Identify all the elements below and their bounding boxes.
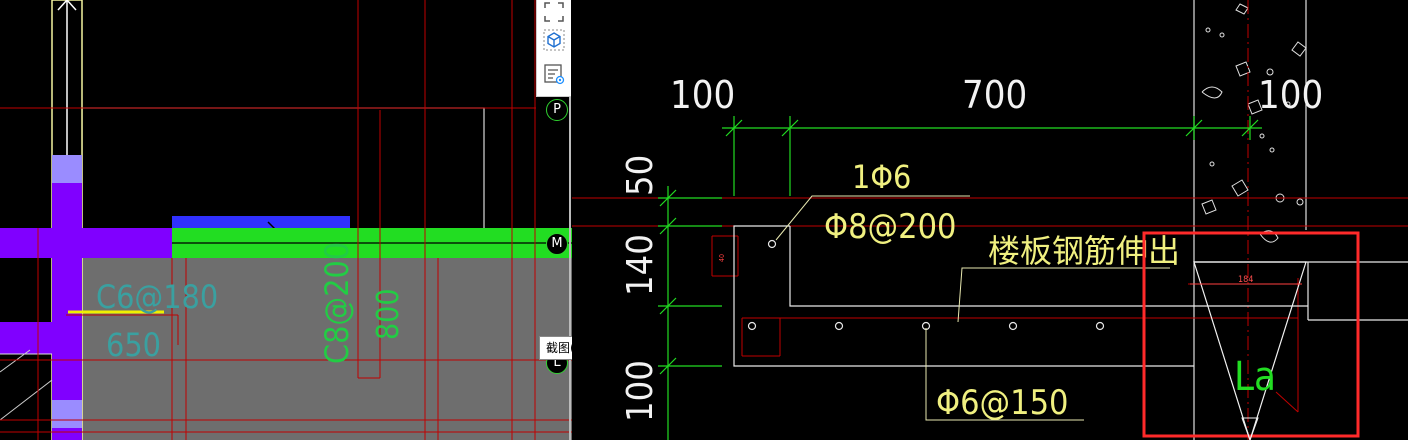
la-label: La [1234, 354, 1276, 400]
purple-wall-cap-top [52, 155, 82, 183]
dim-label-650: 650 [106, 326, 161, 364]
left-cad-viewport[interactable]: C6@180 650 C8@200 800 P M L 截图(Alt + A) [0, 0, 572, 440]
3d-view-icon[interactable] [542, 28, 566, 52]
purple-wall-horizontal [0, 228, 172, 258]
rebar-label-phi8-200: Φ8@200 [824, 207, 957, 247]
top-dimension-lines [722, 116, 1262, 196]
concrete-wall [1193, 0, 1307, 440]
arrow-up-icon [57, 0, 77, 11]
rebar-label-1phi6: 1Φ6 [852, 158, 911, 196]
dim-left-140: 140 [620, 234, 661, 296]
small-stirrup-mark: 40 [718, 254, 726, 262]
leader-lines [775, 195, 1170, 421]
purple-wall-lower [0, 322, 82, 354]
axis-badge-p[interactable]: P [546, 99, 568, 121]
dim-top-100-right: 100 [1258, 73, 1323, 117]
anchorage-triangle [1193, 261, 1307, 440]
slab-rebar-note: 楼板钢筋伸出 [988, 232, 1180, 270]
gray-slab-region [82, 258, 572, 440]
red-grid-lines [0, 0, 572, 440]
view-toolbar [536, 0, 571, 97]
dim-top-700: 700 [962, 73, 1027, 117]
blue-beam [172, 216, 350, 230]
right-cad-detail[interactable]: 100 700 100 50 140 100 1Φ6 Φ8@200 楼板钢筋伸出… [572, 0, 1408, 440]
axis-badge-m[interactable]: M [546, 233, 568, 255]
room-outline [81, 107, 485, 231]
purple-wall-cap-bottom [52, 400, 82, 428]
dim-top-100-left: 100 [670, 73, 735, 117]
rebar-label-c6: C6@180 [96, 278, 218, 316]
rebar-label-c8: C8@200 [318, 242, 356, 364]
dim-label-800: 800 [371, 288, 406, 340]
layer-list-icon[interactable] [542, 62, 566, 86]
screenshot-tooltip: 截图(Alt + A) [539, 336, 572, 360]
rebar-label-phi6-150: Φ6@150 [936, 383, 1069, 423]
dim-left-100: 100 [620, 360, 661, 422]
small-dim-184: 184 [1238, 275, 1253, 285]
dim-left-50: 50 [620, 155, 661, 196]
fullscreen-icon[interactable] [542, 0, 566, 24]
purple-wall-vertical [52, 155, 82, 440]
right-drawing-canvas[interactable]: 100 700 100 50 140 100 1Φ6 Φ8@200 楼板钢筋伸出… [572, 0, 1408, 440]
left-dimension-lines [658, 186, 722, 440]
red-reference-lines [572, 0, 1408, 440]
left-drawing-canvas[interactable]: C6@180 650 C8@200 800 [0, 0, 572, 440]
